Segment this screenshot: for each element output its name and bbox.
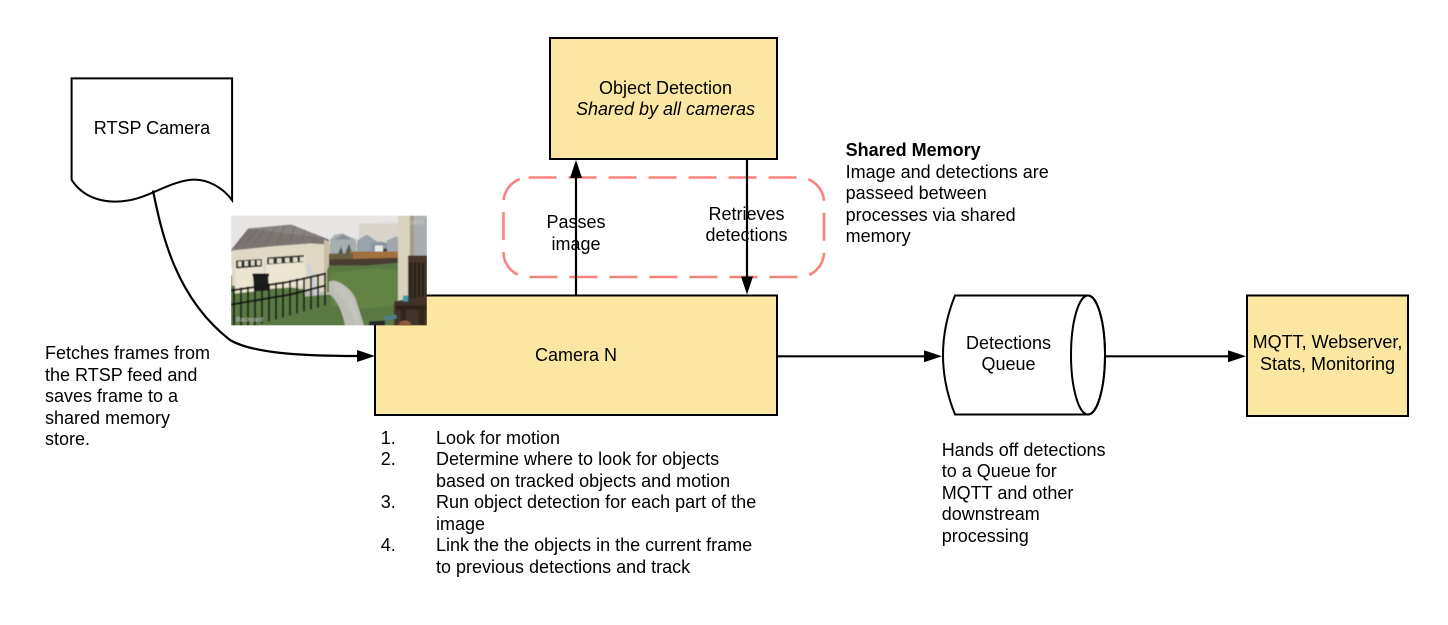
svg-text:2019-02-26 09:45: 2019-02-26 09:45 bbox=[381, 221, 424, 227]
svg-text:Backyard: Backyard bbox=[236, 317, 263, 324]
